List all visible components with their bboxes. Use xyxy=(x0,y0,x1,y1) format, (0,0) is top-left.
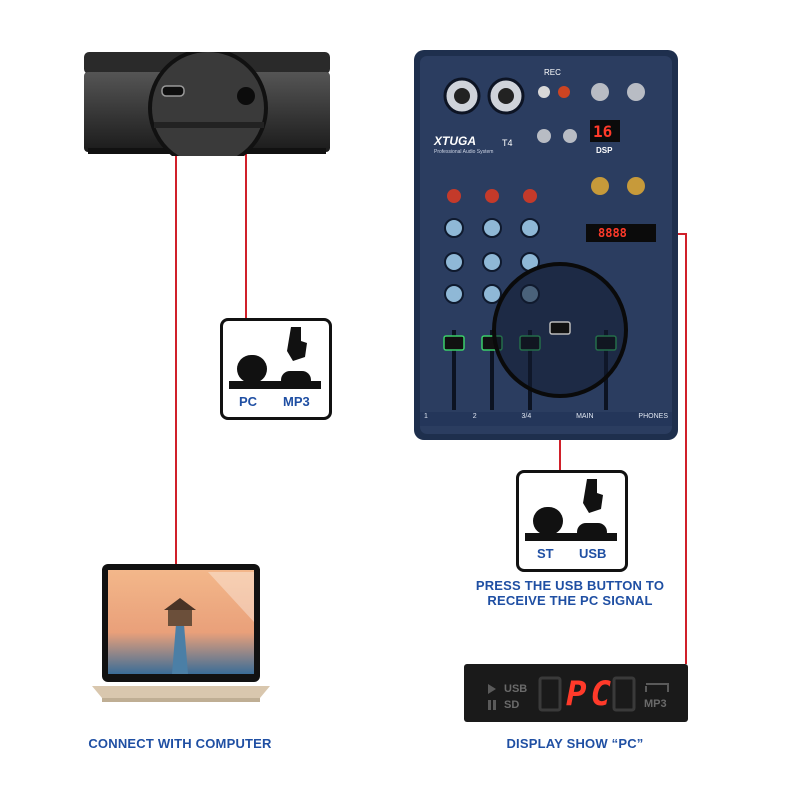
display-usb-label: USB xyxy=(504,683,528,695)
display-sd-label: SD xyxy=(504,699,520,711)
channel-label-phones: PHONES xyxy=(638,413,668,420)
instruction-line-2: RECEIVE THE PC SIGNAL xyxy=(487,593,653,608)
channel-display xyxy=(590,120,620,142)
display-mp3-label: MP3 xyxy=(644,698,667,710)
repeat-icon xyxy=(645,683,669,692)
device-side-view xyxy=(84,48,330,168)
channel-display-value: 16 xyxy=(593,122,613,141)
pc-mp3-switch-diagram: PC MP3 xyxy=(220,318,332,420)
button-up-icon xyxy=(533,507,563,535)
pc-label: PC xyxy=(239,394,258,409)
usb-player-value: 8888 xyxy=(598,226,627,240)
mp3-label: MP3 xyxy=(283,394,310,409)
button-up-icon xyxy=(237,355,267,383)
channel-label-2: 2 xyxy=(472,413,477,420)
st-usb-button xyxy=(549,321,571,335)
usb-port-icon xyxy=(161,85,185,97)
channel-label-main: MAIN xyxy=(576,413,594,420)
st-label: ST xyxy=(537,546,554,561)
rec-label: REC xyxy=(544,68,561,77)
st-usb-switch-illustration xyxy=(525,479,617,541)
usb-player-display xyxy=(586,224,656,242)
channel-label-1: 1 xyxy=(424,413,428,420)
st-usb-switch-diagram: ST USB xyxy=(516,470,628,572)
switch-illustration xyxy=(229,327,321,389)
pause-icon xyxy=(488,700,491,710)
display-panel: USB SD PC MP3 xyxy=(464,664,688,722)
mixer-model: T4 xyxy=(502,138,513,148)
mixer-channel-labels: 1 2 3/4 MAIN PHONES xyxy=(424,413,668,425)
channel-label-34: 3/4 xyxy=(521,413,532,420)
play-icon xyxy=(488,684,496,694)
display-panel-illustration xyxy=(488,676,669,712)
mixer-subtitle: Professional Audio System xyxy=(434,149,494,155)
device-side-illustration xyxy=(84,48,330,168)
mixer-illustration xyxy=(414,50,678,440)
finger-press-icon xyxy=(583,479,603,513)
connect-computer-caption: CONNECT WITH COMPUTER xyxy=(88,736,272,751)
dsp-label: DSP xyxy=(596,146,613,155)
finger-press-icon xyxy=(287,327,307,361)
mixer-brand: XTUGA xyxy=(434,134,476,148)
push-button-icon xyxy=(237,87,255,105)
instruction-line-1: PRESS THE USB BUTTON TO xyxy=(475,578,665,593)
mixer-icon: XTUGA T4 Professional Audio System REC 1… xyxy=(414,50,678,440)
instruction-caption: PRESS THE USB BUTTON TO RECEIVE THE PC S… xyxy=(460,578,680,608)
usb-label: USB xyxy=(579,546,607,561)
display-show-caption: DISPLAY SHOW “PC” xyxy=(506,736,644,751)
laptop-icon xyxy=(88,562,274,722)
display-pc-digits: PC xyxy=(566,674,615,714)
